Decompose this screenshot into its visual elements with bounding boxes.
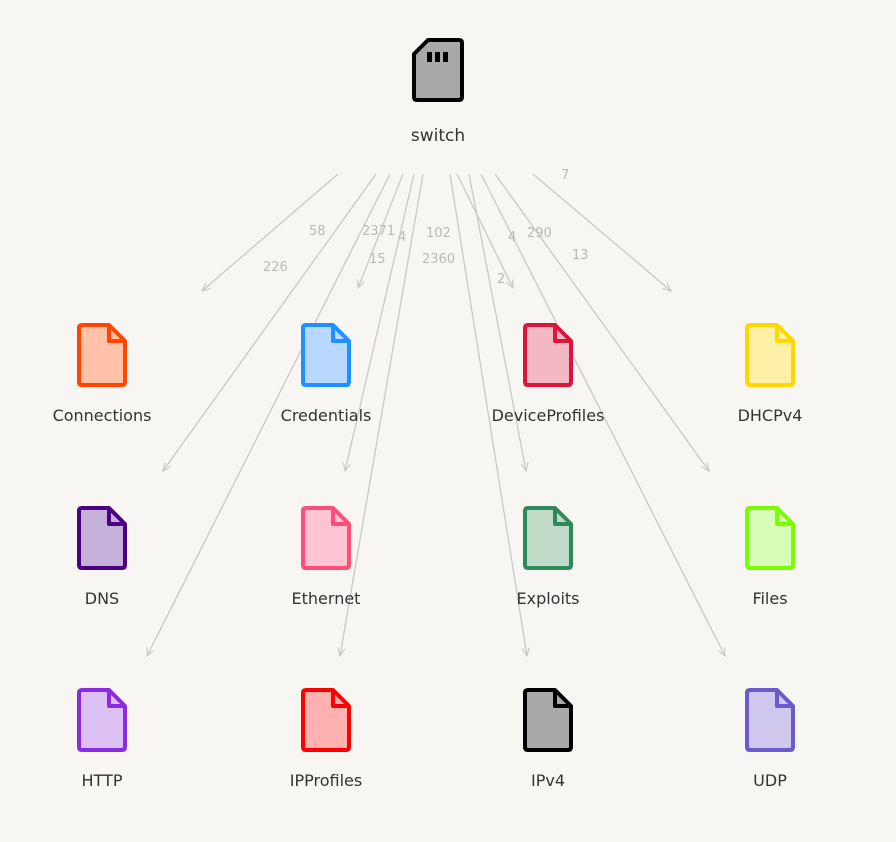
edge-label-http: 2371 [362,224,395,239]
node-switch[interactable]: switch [411,38,465,146]
edge-label-udp: 290 [527,226,552,241]
node-label-http: HTTP [82,771,123,790]
file-icon [523,688,573,752]
node-label-dns: DNS [85,589,119,608]
edge-label-dns: 58 [309,224,326,239]
node-exploits[interactable]: Exploits [516,506,580,608]
node-label-dhcpv4: DHCPv4 [738,406,803,425]
node-deviceprofiles[interactable]: DeviceProfiles [492,323,605,425]
node-label-connections: Connections [53,406,152,425]
file-icon [77,323,127,387]
node-label-ipv4: IPv4 [531,771,565,790]
node-label-files: Files [752,589,787,608]
node-label-deviceprofiles: DeviceProfiles [492,406,605,425]
edge-switch-to-udp [480,173,725,656]
node-http[interactable]: HTTP [77,688,127,790]
node-ethernet[interactable]: Ethernet [292,506,361,608]
edge-switch-to-exploits [468,173,526,471]
file-icon [745,506,795,570]
node-ipprofiles[interactable]: IPProfiles [290,688,362,790]
edge-label-ethernet: 4 [398,230,406,245]
node-label-ipprofiles: IPProfiles [290,771,362,790]
edge-label-ipv4: 2360 [422,252,455,267]
file-icon [745,688,795,752]
file-icon [745,323,795,387]
edge-label-connections: 226 [263,260,288,275]
edge-switch-to-ipprofiles [340,173,424,656]
edge-switch-to-deviceprofiles [456,173,513,288]
edge-label-dhcpv4: 7 [561,168,569,183]
edges-layer [147,173,725,656]
file-icon [301,688,351,752]
edge-label-files: 13 [572,248,589,263]
edge-switch-to-credentials [358,173,404,288]
node-credentials[interactable]: Credentials [281,323,372,425]
file-icon [77,506,127,570]
node-dns[interactable]: DNS [77,506,127,608]
node-ipv4[interactable]: IPv4 [523,688,573,790]
edge-switch-to-dns [163,173,377,471]
file-icon [523,323,573,387]
node-label-exploits: Exploits [516,589,579,608]
file-icon [301,323,351,387]
edge-switch-to-files [494,173,709,471]
edge-label-exploits: 4 [508,230,516,245]
node-label-ethernet: Ethernet [292,589,361,608]
file-icon [523,506,573,570]
file-icon [77,688,127,752]
node-label-udp: UDP [753,771,787,790]
edge-label-deviceprofiles: 2 [497,272,505,287]
edge-label-ipprofiles: 102 [426,226,451,241]
file-icon [301,506,351,570]
edge-label-credentials: 15 [369,252,386,267]
node-label-credentials: Credentials [281,406,372,425]
node-dhcpv4[interactable]: DHCPv4 [738,323,803,425]
node-connections[interactable]: Connections [53,323,152,425]
sd-card-icon [412,38,464,102]
node-label-switch: switch [411,126,465,146]
edge-labels-layer: 226 58 2371 15 4 102 2360 2 4 290 13 7 [263,168,589,287]
node-udp[interactable]: UDP [745,688,795,790]
edge-switch-to-dhcpv4 [532,173,671,291]
edge-switch-to-ipv4 [449,173,527,656]
edge-switch-to-http [147,173,391,656]
edge-switch-to-ethernet [345,173,415,471]
edge-switch-to-connections [202,173,339,291]
node-files[interactable]: Files [745,506,795,608]
